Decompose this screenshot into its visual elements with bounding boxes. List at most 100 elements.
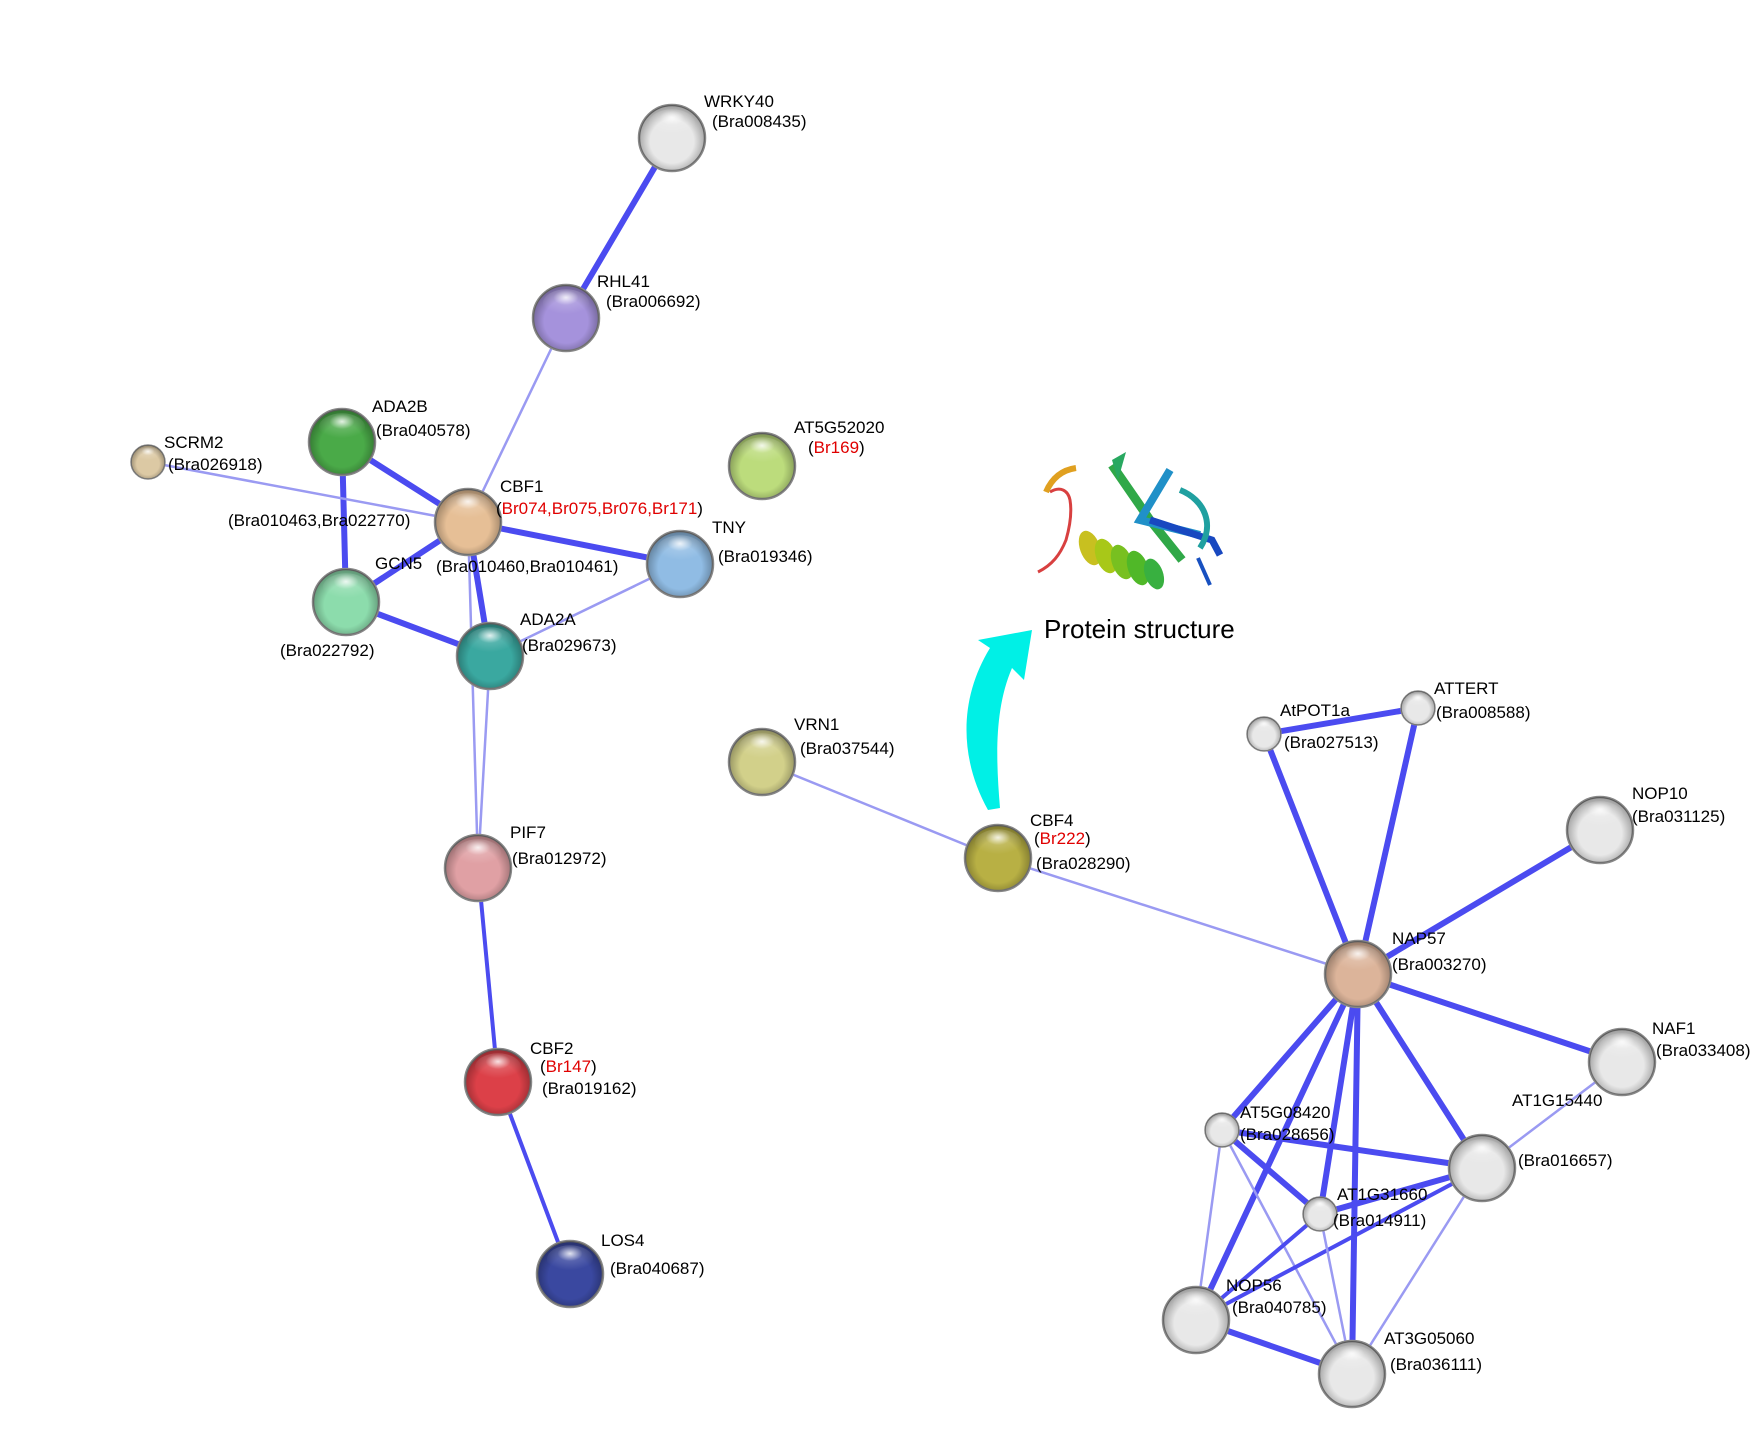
label-nop56-name: NOP56 <box>1226 1276 1282 1295</box>
label-at1g15440-name: AT1G15440 <box>1512 1091 1602 1110</box>
node-naf1[interactable] <box>1587 1027 1657 1097</box>
edge-at5g08420-at1g31660 <box>1219 1127 1323 1217</box>
node-pif7[interactable] <box>443 833 513 903</box>
node-ada2b[interactable] <box>307 407 377 477</box>
label-vrn1-name: VRN1 <box>794 715 839 734</box>
edge-scrm2-cbf1 <box>146 460 470 524</box>
node-at1g31660[interactable] <box>1302 1196 1338 1232</box>
edge-attert-nap57 <box>1355 705 1421 977</box>
label-at3g05060-name: AT3G05060 <box>1384 1329 1474 1348</box>
node-cbf4[interactable] <box>963 823 1033 893</box>
node-nap57[interactable] <box>1323 939 1393 1009</box>
node-vrn1[interactable] <box>727 727 797 797</box>
node-at3g05060[interactable] <box>1317 1339 1387 1409</box>
label-vrn1-id: (Bra037544) <box>800 739 895 758</box>
label-atpot1a-id: (Bra027513) <box>1284 733 1379 752</box>
label-tny-name: TNY <box>712 518 746 537</box>
edge-nap57-at3g05060 <box>1349 971 1361 1377</box>
node-nop10[interactable] <box>1565 795 1635 865</box>
label-atpot1a-name: AtPOT1a <box>1280 701 1350 720</box>
node-wrky40[interactable] <box>637 103 707 173</box>
node-atpot1a[interactable] <box>1246 716 1282 752</box>
label-scrm2-id: (Bra026918) <box>168 455 263 474</box>
node-at5g52020[interactable] <box>727 431 797 501</box>
label-scrm2-name: SCRM2 <box>164 433 224 452</box>
edge-vrn1-cbf4 <box>760 760 1000 860</box>
label-nap57-name: NAP57 <box>1392 929 1446 948</box>
label-cbf1-name: CBF1 <box>500 477 543 496</box>
edge-nap57-at1g15440 <box>1355 971 1485 1171</box>
label-nop10-id: (Bra031125) <box>1632 807 1725 826</box>
label-wrky40-name: WRKY40 <box>704 92 774 111</box>
label-cbf2-id: (Bra019162) <box>542 1079 637 1098</box>
labels: WRKY40 (Bra008435) RHL41 (Bra006692) ADA… <box>164 92 1751 1374</box>
edge-at1g15440-nop56 <box>1194 1166 1484 1322</box>
edge-naf1-nap57 <box>1355 971 1625 1065</box>
node-at5g08420[interactable] <box>1204 1112 1240 1148</box>
label-cbf1-id-below: (Bra010460,Bra010461) <box>436 557 618 576</box>
node-at1g15440[interactable] <box>1447 1133 1517 1203</box>
label-ada2a-id: (Bra029673) <box>522 636 617 655</box>
node-gcn5[interactable] <box>311 567 381 637</box>
edge-at1g15440-at3g05060 <box>1350 1166 1484 1376</box>
label-at1g15440-id: (Bra016657) <box>1518 1151 1613 1170</box>
label-cbf2-name: CBF2 <box>530 1039 573 1058</box>
label-at3g05060-id: (Bra036111) <box>1390 1355 1482 1374</box>
label-pif7-name: PIF7 <box>510 823 546 842</box>
label-attert-name: ATTERT <box>1434 679 1499 698</box>
node-cbf1[interactable] <box>433 487 503 557</box>
label-gcn5-name: GCN5 <box>375 554 422 573</box>
edge-atpot1a-attert <box>1261 705 1421 737</box>
caption-protein-structure: Protein structure <box>1044 614 1235 644</box>
label-pif7-id: (Bra012972) <box>512 849 607 868</box>
edge-at5g08420-at3g05060 <box>1220 1128 1354 1376</box>
edge-ada2a-pif7 <box>476 654 492 870</box>
edge-nap57-nop56 <box>1193 971 1361 1323</box>
edge-tny-ada2a <box>488 562 682 658</box>
label-los4-name: LOS4 <box>601 1231 644 1250</box>
node-los4[interactable] <box>535 1239 605 1309</box>
label-at1g31660-name: AT1G31660 <box>1337 1185 1427 1204</box>
label-attert-id: (Bra008588) <box>1436 703 1531 722</box>
label-gcn5-id: (Bra022792) <box>280 641 375 660</box>
node-cbf2[interactable] <box>463 1047 533 1117</box>
label-ada2a-name: ADA2A <box>520 610 576 629</box>
edge-nap57-at1g31660 <box>1317 971 1361 1217</box>
label-ada2b-id: (Bra040578) <box>376 421 471 440</box>
edge-wrky40-rhl41 <box>563 135 675 321</box>
label-cbf4-id: (Bra028290) <box>1036 854 1131 873</box>
label-tny-id: (Bra019346) <box>718 547 813 566</box>
label-at5g52020-br: (Br169) <box>808 438 865 457</box>
node-scrm2[interactable] <box>130 444 166 480</box>
node-ada2a[interactable] <box>455 621 525 691</box>
node-tny[interactable] <box>645 529 715 599</box>
protein-structure-image <box>1037 452 1224 590</box>
label-cbf2-br: (Br147) <box>540 1057 597 1076</box>
edge-pif7-cbf2 <box>476 866 500 1084</box>
label-rhl41-id: (Bra006692) <box>606 292 701 311</box>
edge-rhl41-cbf1 <box>466 316 568 524</box>
label-naf1-name: NAF1 <box>1652 1019 1695 1038</box>
nodes-layer <box>130 103 1657 1409</box>
label-nop10-name: NOP10 <box>1632 784 1688 803</box>
label-cbf1-br: (Br074,Br075,Br076,Br171) <box>496 499 703 518</box>
label-ada2b-name: ADA2B <box>372 397 428 416</box>
label-at5g52020-name: AT5G52020 <box>794 418 884 437</box>
label-cbf1-id-left: (Bra010463,Bra022770) <box>228 511 410 530</box>
edge-at5g08420-at1g15440 <box>1219 1127 1485 1171</box>
edge-nop10-nap57 <box>1355 827 1603 977</box>
node-nop56[interactable] <box>1161 1285 1231 1355</box>
edge-cbf1-pif7 <box>466 520 480 870</box>
label-at1g31660-id: (Bra014911) <box>1333 1211 1426 1230</box>
edge-nap57-at5g08420 <box>1219 971 1361 1133</box>
label-los4-id: (Bra040687) <box>610 1259 705 1278</box>
edge-cbf1-tny <box>465 519 683 567</box>
label-wrky40-id: (Bra008435) <box>712 112 807 131</box>
node-rhl41[interactable] <box>531 283 601 353</box>
edge-atpot1a-nap57 <box>1261 731 1361 977</box>
arrow-icon <box>966 630 1032 810</box>
label-nop56-id: (Bra040785) <box>1232 1298 1327 1317</box>
node-attert[interactable] <box>1400 690 1436 726</box>
label-at5g08420-name: AT5G08420 <box>1240 1103 1330 1122</box>
